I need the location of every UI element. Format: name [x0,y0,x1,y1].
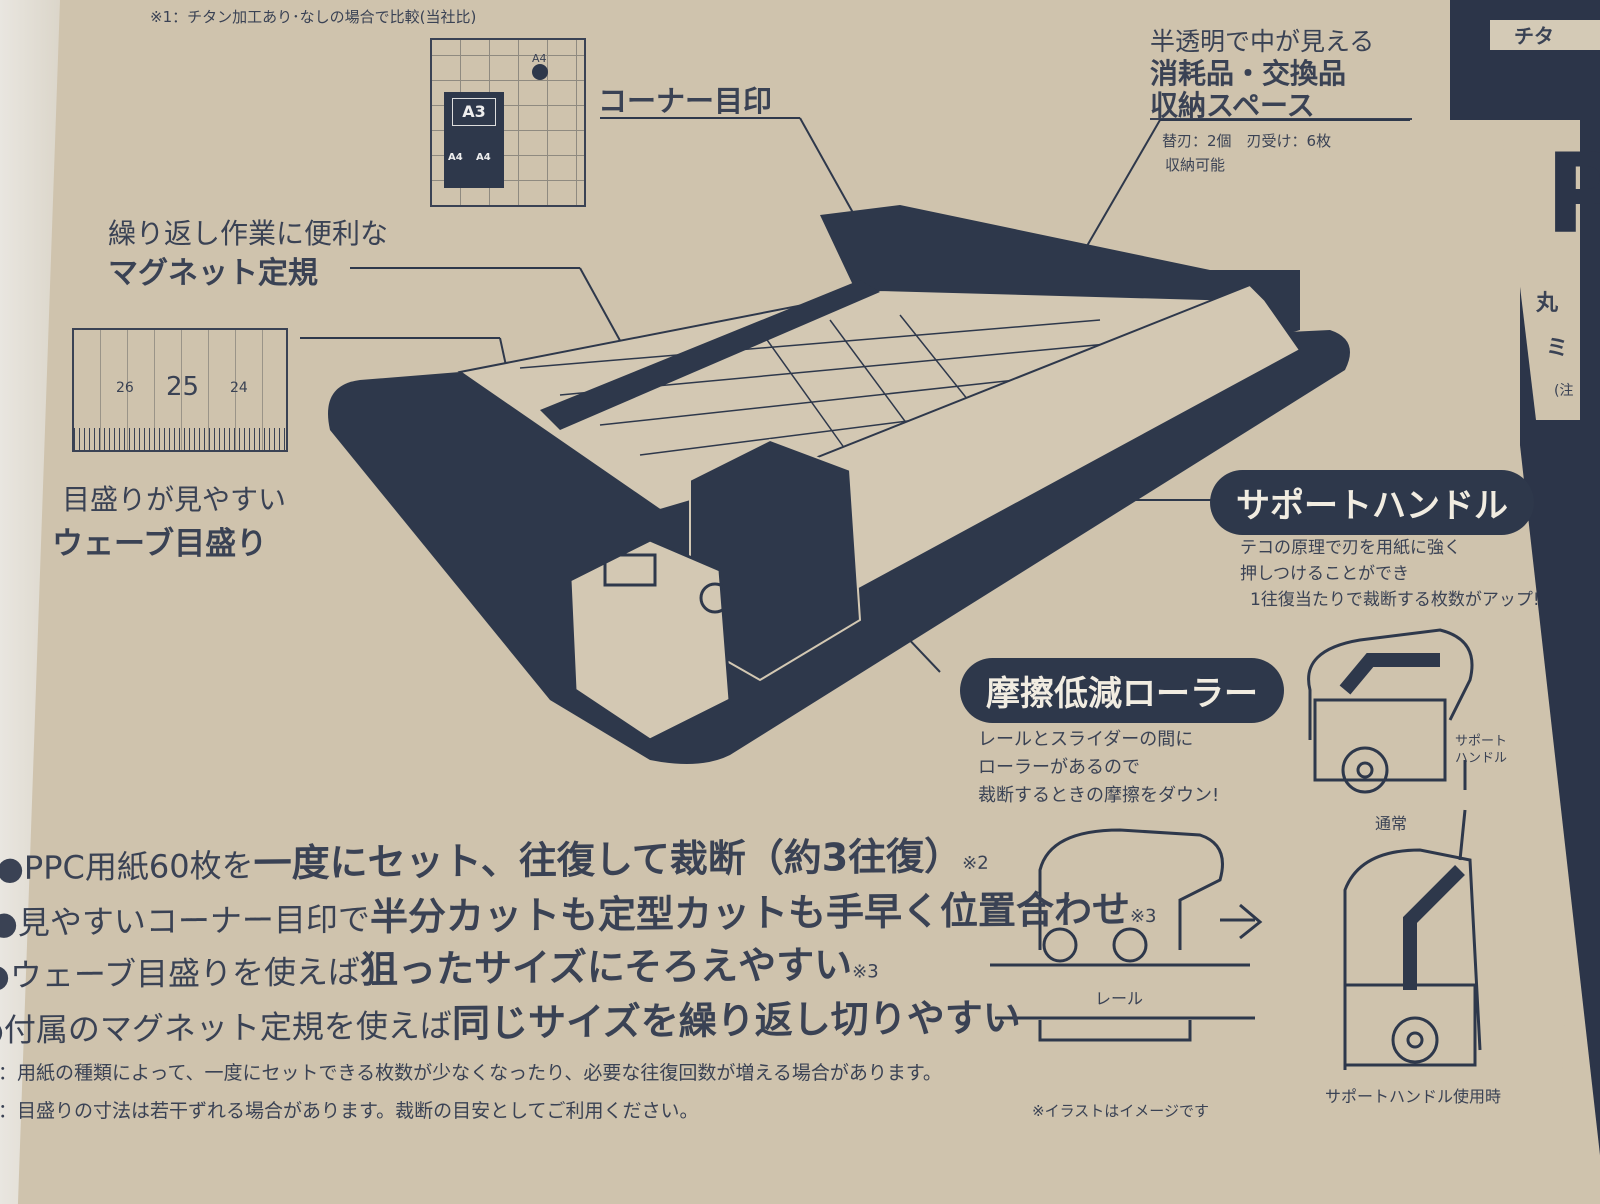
support-handle-badge: サポートハンドル [1210,470,1534,535]
right-panel-text-1: 丸 [1536,291,1559,316]
roller-badge: 摩擦低減ローラー [960,658,1284,723]
bullet-text: ●見やすいコーナー目印で [0,900,370,943]
a3-label: A3 [452,98,496,126]
a4-label: A4 [532,52,547,65]
desc-line: テコの原理で刃を用紙に強く [1240,538,1461,558]
support-handle-callout: サポートハンドル [1455,733,1507,767]
desc-line: ローラーがあるので [978,757,1140,778]
storage-label-1: 消耗品・交換品 [1150,57,1347,90]
wave-scale-caption: 目盛りが見やすい [62,483,287,516]
bullet-note: ※3 [852,961,879,983]
corner-mark-diagram: A4 A3 A4 A4 [430,38,586,207]
bullet-text: ●付属のマグネット定規を使えば [0,1006,452,1050]
storage-label-2: 収納スペース [1150,89,1315,122]
a4-right-label: A4 [476,152,491,163]
callout-line: サポート [1455,734,1508,749]
support-handle-description: テコの原理で刃を用紙に強く 押しつけることができ 1往復当たりで裁断する枚数がア… [1240,535,1540,613]
bullet-emphasis: 一度にセット、往復して裁断（約3往復） [253,834,963,886]
ruler-tick-26: 26 [116,380,134,396]
desc-line: 押しつけることができ [1240,564,1409,584]
magnet-ruler-label: マグネット定規 [108,256,318,291]
a4-left-label: A4 [448,152,463,163]
desc-line: 1往復当たりで裁断する枚数がアップ! [1250,590,1540,610]
bullet-text: ●ウェーブ目盛りを使えば [0,952,361,995]
feature-bullet: ●付属のマグネット定規を使えば同じサイズを繰り返し切りやすい [0,987,1021,1053]
corner-marker-icon [532,64,548,80]
bullet-text: ●PPC用紙60枚を [0,846,254,888]
bullet-emphasis: 狙ったサイズにそろえやすい [360,942,853,992]
illustration-note: ※イラストはイメージです [1032,1102,1209,1120]
right-panel-text-2: ミ [1546,336,1569,361]
footnote-2: ※2：用紙の種類によって、一度にセットできる枚数が少なくなったり、必要な往復回数… [0,1062,942,1084]
ruler-tick-25: 25 [166,372,200,402]
storage-caption: 半透明で中が見える [1150,27,1375,56]
right-panel-text-3: (注 [1554,383,1574,399]
roller-description: レールとスライダーの間に ローラーがあるので 裁断するときの摩擦をダウン! [978,726,1219,810]
bullet-note: ※3 [1129,905,1157,928]
ruler-tick-24: 24 [230,380,248,396]
bullet-note: ※2 [962,852,989,875]
rail-caption: レール [1095,989,1144,1008]
right-panel-tag: チタ [1490,20,1600,50]
bullet-emphasis: 半分カットも定型カットも手早く位置合わせ [369,887,1130,940]
storage-detail-2: 収納可能 [1165,156,1226,174]
magnet-ruler-caption: 繰り返し作業に便利な [108,217,389,250]
callout-line: ハンドル [1455,751,1508,766]
a3-block: A3 A4 A4 [444,92,504,188]
feature-bullet: ●ウェーブ目盛りを使えば狙ったサイズにそろえやすい※3 [0,933,879,997]
desc-line: 裁断するときの摩擦をダウン! [978,785,1220,806]
footnote-3: ※3：目盛りの寸法は若干ずれる場合があります。裁断の目安としてご利用ください。 [0,1100,699,1122]
footnote-1: ※1：チタン加工あり･なしの場合で比較(当社比) [150,8,477,26]
normal-caption: 通常 [1375,814,1408,833]
bullet-emphasis: 同じサイズを繰り返し切りやすい [451,995,1021,1046]
in-use-caption: サポートハンドル使用時 [1325,1087,1502,1106]
wave-ruler-diagram: 26 25 24 [72,328,288,452]
wave-scale-label: ウェーブ目盛り [52,526,268,562]
right-panel-big-letter: P [1545,130,1600,258]
storage-detail: 替刃：2個 刃受け：6枚 [1162,132,1332,150]
corner-mark-label: コーナー目印 [598,84,773,118]
desc-line: レールとスライダーの間に [978,729,1194,750]
ruler-scale [74,428,286,450]
